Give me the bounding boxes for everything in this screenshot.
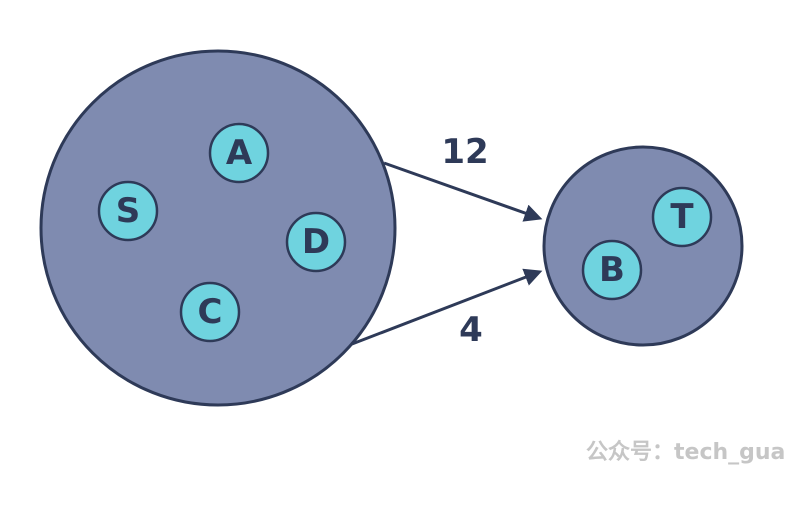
node-t-label: T: [670, 197, 694, 237]
node-c-circle: [179, 281, 241, 343]
node-a: A: [208, 122, 270, 184]
node-c-label: C: [198, 292, 223, 332]
sink-set-circle: [542, 145, 744, 347]
node-d: D: [285, 211, 347, 273]
node-d-label: D: [302, 222, 330, 262]
node-s-circle: [97, 180, 159, 242]
edge-lower-label: 4: [459, 310, 483, 350]
edge-upper-label: 12: [441, 132, 488, 172]
edge-lower-arrow: [351, 268, 543, 346]
source-set-circle: [39, 49, 397, 407]
node-c: C: [179, 281, 241, 343]
node-s-label: S: [116, 191, 141, 231]
node-d-circle: [285, 211, 347, 273]
node-t: T: [651, 186, 713, 248]
node-a-label: A: [226, 133, 253, 173]
node-b-circle: [581, 239, 643, 301]
node-t-circle: [651, 186, 713, 248]
node-a-circle: [208, 122, 270, 184]
node-b: B: [581, 239, 643, 301]
watermark-text: 公众号：tech_gua: [586, 440, 786, 465]
node-s: S: [97, 180, 159, 242]
node-b-label: B: [599, 250, 625, 290]
edge-upper-arrow: [383, 161, 543, 222]
